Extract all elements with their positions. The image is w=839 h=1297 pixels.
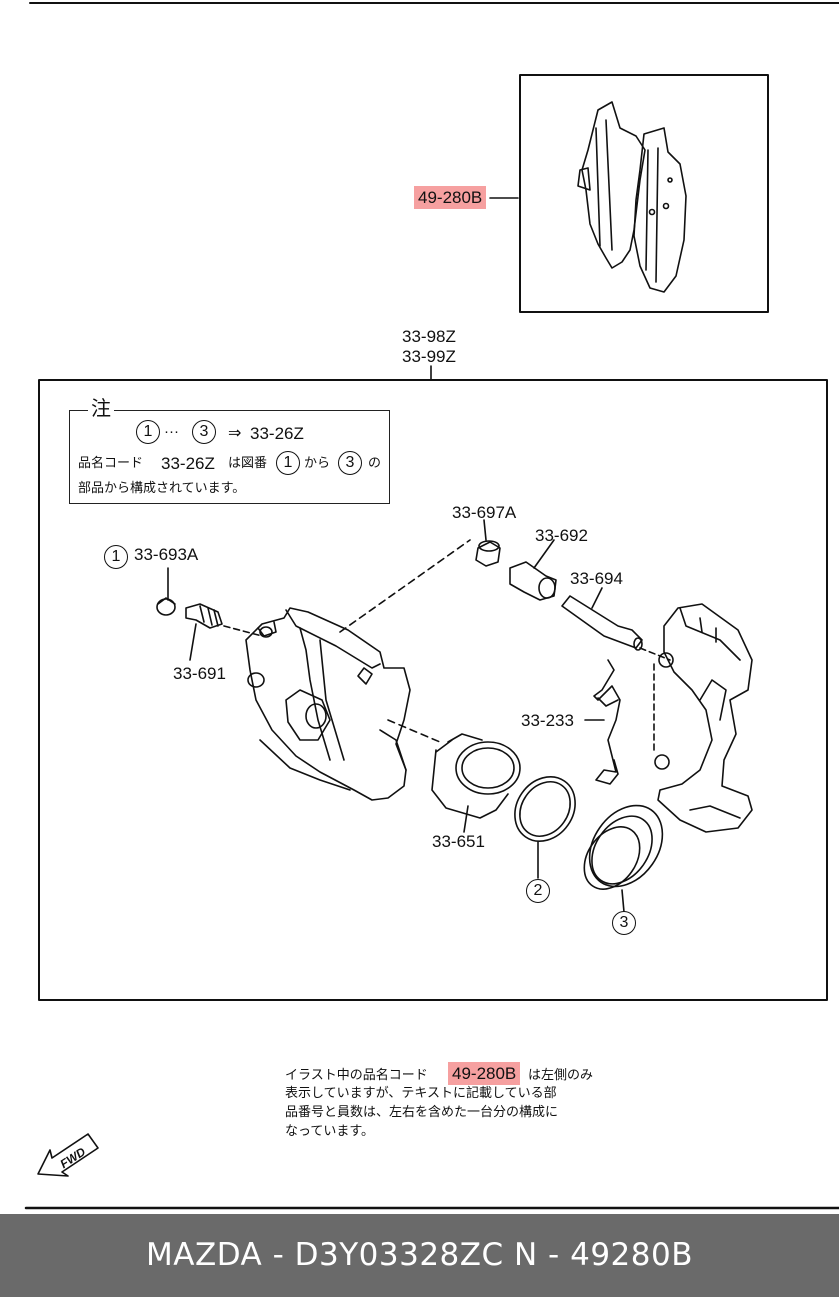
brake-pad-drawing bbox=[577, 101, 687, 293]
seal-ring-drawing bbox=[514, 776, 576, 879]
bottom-note-line3: 品番号と員数は、左右を含めた一台分の構成に bbox=[285, 1105, 559, 1120]
note-marker-start: 1 bbox=[136, 420, 160, 444]
part-33-692[interactable]: 33-692 bbox=[535, 526, 588, 545]
marker-1: 1 bbox=[104, 545, 128, 569]
note-line3: 部品から構成されています。 bbox=[78, 481, 246, 496]
footer-text: MAZDA - D3Y03328ZC N - 49280B bbox=[146, 1237, 693, 1273]
marker-2: 2 bbox=[526, 879, 550, 903]
part-33-691[interactable]: 33-691 bbox=[173, 664, 226, 683]
parts-diagram bbox=[24, 2, 839, 1210]
part-33-651[interactable]: 33-651 bbox=[432, 832, 485, 851]
part-33-693A[interactable]: 33-693A bbox=[134, 545, 199, 564]
footer-bar: MAZDA - D3Y03328ZC N - 49280B bbox=[0, 1214, 839, 1297]
note-marker-end: 3 bbox=[192, 420, 216, 444]
assembly-part-number-2[interactable]: 33-99Z bbox=[402, 347, 456, 366]
bushing-drawing bbox=[475, 519, 501, 567]
note-line2-no: の bbox=[368, 456, 382, 471]
part-33-233[interactable]: 33-233 bbox=[521, 711, 574, 730]
brake-pad-part-number[interactable]: 49-280B bbox=[414, 186, 487, 209]
note-line2-prefix: 品名コード bbox=[78, 456, 144, 471]
bottom-note-part-number[interactable]: 49-280B bbox=[448, 1062, 521, 1085]
part-33-694[interactable]: 33-694 bbox=[570, 569, 623, 588]
note-range-sep: ··· bbox=[164, 423, 179, 440]
caliper-body-drawing bbox=[245, 539, 471, 801]
boot-drawing bbox=[509, 539, 557, 601]
bottom-note-line2: 表示していますが、テキストに記載している部 bbox=[285, 1086, 557, 1101]
bleeder-cap-drawing bbox=[156, 567, 176, 616]
spring-drawing bbox=[584, 659, 621, 785]
assembly-part-number-1[interactable]: 33-98Z bbox=[402, 327, 456, 346]
note-line2-kara: から bbox=[304, 456, 331, 471]
note-title: 注 bbox=[88, 398, 114, 418]
bleeder-screw-drawing bbox=[185, 603, 263, 661]
bottom-note-line1-suffix: は左側のみ bbox=[528, 1068, 594, 1083]
caliper-bracket-drawing bbox=[653, 603, 753, 833]
brake-pad-inset-box bbox=[519, 74, 769, 313]
note-line2-mid: は図番 bbox=[228, 456, 268, 471]
fwd-label: FWD bbox=[58, 1144, 89, 1171]
dust-boot-drawing bbox=[583, 804, 664, 913]
part-33-697A[interactable]: 33-697A bbox=[452, 503, 517, 522]
fwd-arrow-icon: FWD bbox=[37, 1133, 99, 1177]
note-line2-to-marker: 3 bbox=[338, 451, 362, 475]
guide-pin-drawing bbox=[561, 587, 671, 661]
note-line2-from-marker: 1 bbox=[276, 451, 300, 475]
note-arrow: ⇒ bbox=[228, 423, 242, 442]
bottom-note-line1-prefix: イラスト中の品名コード bbox=[285, 1068, 428, 1083]
marker-3: 3 bbox=[612, 911, 636, 935]
note-kit-part[interactable]: 33-26Z bbox=[250, 424, 304, 443]
bottom-note-line4: なっています。 bbox=[285, 1124, 375, 1139]
piston-drawing bbox=[431, 733, 521, 833]
note-line2-part[interactable]: 33-26Z bbox=[161, 454, 215, 473]
caliper-assembly-box bbox=[38, 379, 828, 1001]
note-box bbox=[69, 410, 390, 504]
